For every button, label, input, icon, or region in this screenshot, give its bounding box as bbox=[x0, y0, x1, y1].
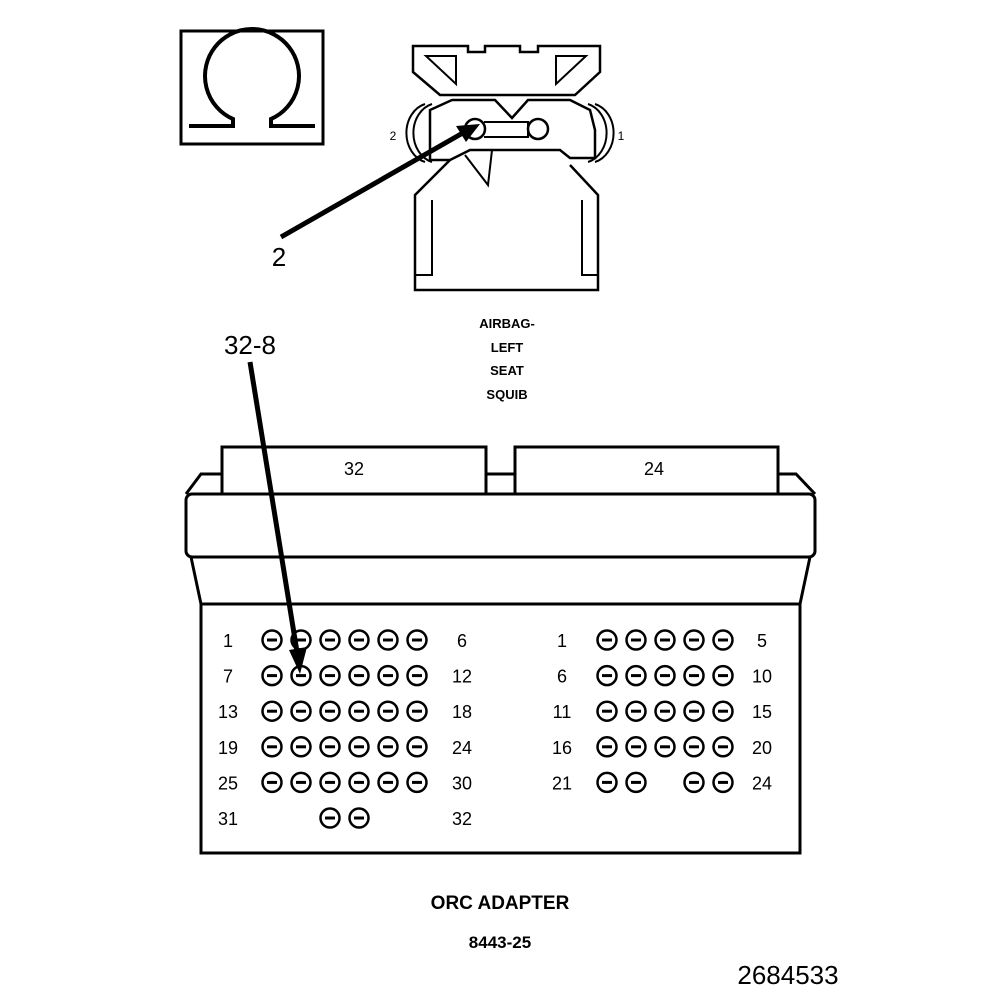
right-connector-row-end-label: 10 bbox=[752, 667, 772, 687]
right-connector-pin bbox=[712, 700, 734, 722]
left-connector-tab-label: 32 bbox=[344, 459, 364, 479]
left-connector-pin bbox=[261, 664, 283, 687]
right-connector-row-start-label: 1 bbox=[557, 631, 567, 651]
left-connector-row-end-label: 30 bbox=[452, 773, 472, 793]
left-connector-row-start-label: 31 bbox=[218, 809, 238, 829]
right-connector-pin bbox=[625, 700, 647, 722]
left-connector-row-end-label: 18 bbox=[452, 702, 472, 722]
left-connector-pin bbox=[319, 807, 341, 829]
right-connector-pin bbox=[654, 664, 676, 687]
left-connector-pin bbox=[377, 700, 399, 722]
right-connector-row-start-label: 16 bbox=[552, 738, 572, 758]
squib-callout-arrow bbox=[279, 124, 480, 240]
right-connector-pin bbox=[712, 664, 734, 687]
left-connector-row-end-label: 12 bbox=[452, 667, 472, 687]
right-connector-pin bbox=[712, 771, 734, 794]
left-connector-pin bbox=[261, 629, 283, 651]
right-connector-pin bbox=[654, 736, 676, 758]
left-connector-pin bbox=[348, 629, 370, 651]
right-connector-pin bbox=[625, 664, 647, 687]
left-connector-pin bbox=[348, 771, 370, 794]
left-connector-pin bbox=[261, 736, 283, 758]
right-connector-row-start-label: 11 bbox=[553, 702, 572, 722]
right-connector-pin bbox=[596, 771, 618, 794]
ohm-icon bbox=[179, 27, 325, 146]
right-connector-pin bbox=[683, 736, 705, 758]
right-connector-pin bbox=[712, 736, 734, 758]
right-connector-row-end-label: 20 bbox=[752, 738, 772, 758]
left-connector-row-start-label: 1 bbox=[223, 631, 233, 651]
right-connector-row-end-label: 24 bbox=[752, 773, 772, 793]
left-connector-pin bbox=[348, 664, 370, 687]
squib-connector bbox=[405, 44, 615, 292]
left-connector-pin bbox=[377, 736, 399, 758]
right-connector-row-end-label: 5 bbox=[757, 631, 767, 651]
orc-adapter-body bbox=[184, 445, 817, 855]
left-connector-pin bbox=[290, 736, 312, 758]
squib-callout-label: 2 bbox=[272, 242, 286, 272]
left-connector-pin bbox=[348, 736, 370, 758]
right-connector-pin bbox=[596, 629, 618, 651]
left-connector-pin bbox=[406, 700, 428, 722]
right-connector-pin bbox=[683, 664, 705, 687]
right-connector-pin bbox=[596, 664, 618, 687]
squib-title-line-3: SEAT bbox=[490, 363, 524, 378]
right-connector-pin bbox=[596, 736, 618, 758]
left-connector-pin bbox=[261, 771, 283, 794]
right-connector-row-start-label: 21 bbox=[552, 773, 572, 793]
left-connector-row-start-label: 7 bbox=[223, 667, 233, 687]
squib-pin-label-right: 1 bbox=[618, 129, 625, 143]
squib-title-line-1: AIRBAG- bbox=[479, 316, 535, 331]
right-connector-pin bbox=[625, 771, 647, 794]
right-connector-pin bbox=[683, 700, 705, 722]
right-connector-row-start-label: 6 bbox=[557, 667, 567, 687]
orc-adapter-part-number: 8443-25 bbox=[469, 933, 531, 952]
right-connector-pin bbox=[712, 629, 734, 651]
left-connector-row-end-label: 32 bbox=[452, 809, 472, 829]
left-connector-pin bbox=[406, 664, 428, 687]
left-connector-row-start-label: 19 bbox=[218, 738, 238, 758]
left-connector-pin bbox=[377, 771, 399, 794]
right-connector-tab-label: 24 bbox=[644, 459, 664, 479]
left-connector-pin bbox=[319, 700, 341, 722]
right-connector-pin bbox=[654, 700, 676, 722]
squib-pin-label-left: 2 bbox=[390, 129, 397, 143]
left-connector-row-end-label: 6 bbox=[457, 631, 467, 651]
orc-adapter-title: ORC ADAPTER bbox=[431, 893, 570, 914]
right-connector-pin bbox=[596, 700, 618, 722]
left-connector-pin bbox=[319, 629, 341, 651]
orc-callout-arrow bbox=[247, 361, 307, 674]
orc-callout-label: 32-8 bbox=[224, 330, 276, 360]
right-connector-pin bbox=[683, 771, 705, 794]
left-connector-pin bbox=[290, 771, 312, 794]
right-connector-pin bbox=[683, 629, 705, 651]
right-connector-pin bbox=[654, 629, 676, 651]
left-connector-pin bbox=[406, 629, 428, 651]
left-connector-pin bbox=[377, 629, 399, 651]
left-connector-pin bbox=[319, 664, 341, 687]
left-connector-row-end-label: 24 bbox=[452, 738, 472, 758]
left-connector-pin bbox=[290, 700, 312, 722]
left-connector-pin bbox=[261, 700, 283, 722]
left-connector-row-start-label: 13 bbox=[218, 702, 238, 722]
left-connector-row-start-label: 25 bbox=[218, 773, 238, 793]
squib-title-line-2: LEFT bbox=[491, 340, 524, 355]
left-connector-pin bbox=[319, 736, 341, 758]
right-connector-row-end-label: 15 bbox=[752, 702, 772, 722]
left-connector-pin bbox=[348, 807, 370, 829]
left-connector-pin bbox=[348, 700, 370, 722]
left-connector-pin bbox=[406, 736, 428, 758]
left-connector-pin bbox=[319, 771, 341, 794]
squib-title-line-4: SQUIB bbox=[486, 387, 527, 402]
figure-id: 2684533 bbox=[737, 960, 838, 990]
right-connector-pin bbox=[625, 736, 647, 758]
left-connector-pin bbox=[377, 664, 399, 687]
right-connector-pin bbox=[625, 629, 647, 651]
left-connector-pin-grid: 1 6 7 12 13 18 19 24 25 30 31 32 bbox=[218, 629, 472, 829]
left-connector-pin bbox=[406, 771, 428, 794]
